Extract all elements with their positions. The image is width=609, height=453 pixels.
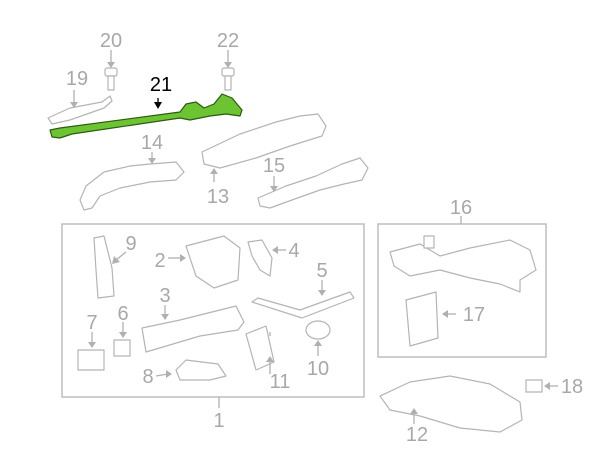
callout-22: 22	[217, 30, 239, 52]
callout-8: 8	[142, 366, 153, 388]
callout-11: 11	[270, 371, 291, 393]
part-9-bracket[interactable]	[93, 235, 127, 299]
part-12-frame[interactable]	[379, 375, 523, 433]
part-4-bracket[interactable]	[247, 239, 286, 277]
group-box-1	[61, 223, 365, 398]
part-17-panel[interactable]	[405, 291, 456, 347]
callout-12: 12	[406, 424, 428, 446]
part-16-crossmember[interactable]	[389, 235, 537, 293]
callout-9: 9	[125, 233, 136, 255]
part-11-plate[interactable]	[245, 325, 275, 374]
part-3-member[interactable]	[141, 305, 245, 353]
callout-13: 13	[207, 186, 229, 208]
part-14-panel[interactable]	[79, 152, 185, 211]
callout-2: 2	[154, 250, 165, 272]
callout-14: 14	[141, 132, 163, 154]
callout-4: 4	[288, 240, 299, 262]
part-2-mount[interactable]	[168, 235, 241, 289]
part-5-rail[interactable]	[251, 280, 355, 319]
callout-21-highlighted: 21	[150, 74, 172, 96]
part-8-bracket[interactable]	[155, 359, 227, 381]
part-19-bracket[interactable]	[47, 90, 113, 125]
group-box-16	[377, 223, 547, 358]
part-18-clip[interactable]	[525, 379, 558, 393]
callout-17: 17	[463, 304, 485, 326]
part-6-block[interactable]	[113, 322, 131, 357]
callout-1: 1	[213, 410, 224, 432]
callout-10: 10	[307, 358, 329, 380]
callout-15: 15	[263, 155, 285, 177]
callout-19: 19	[66, 68, 88, 90]
part-13-rail[interactable]	[201, 113, 327, 182]
part-15-rail[interactable]	[257, 157, 369, 209]
callout-18: 18	[561, 376, 583, 398]
callout-5: 5	[316, 260, 327, 282]
callout-3: 3	[159, 285, 170, 307]
callout-7: 7	[86, 312, 97, 334]
part-20-bolt[interactable]	[104, 50, 118, 91]
part-21-brace-highlighted[interactable]	[49, 93, 243, 139]
callout-20: 20	[100, 30, 122, 52]
callout-6: 6	[117, 303, 128, 325]
callout-16: 16	[450, 197, 472, 219]
part-7-block[interactable]	[77, 332, 105, 371]
part-22-bolt[interactable]	[221, 50, 235, 91]
part-10-mount[interactable]	[305, 320, 331, 356]
